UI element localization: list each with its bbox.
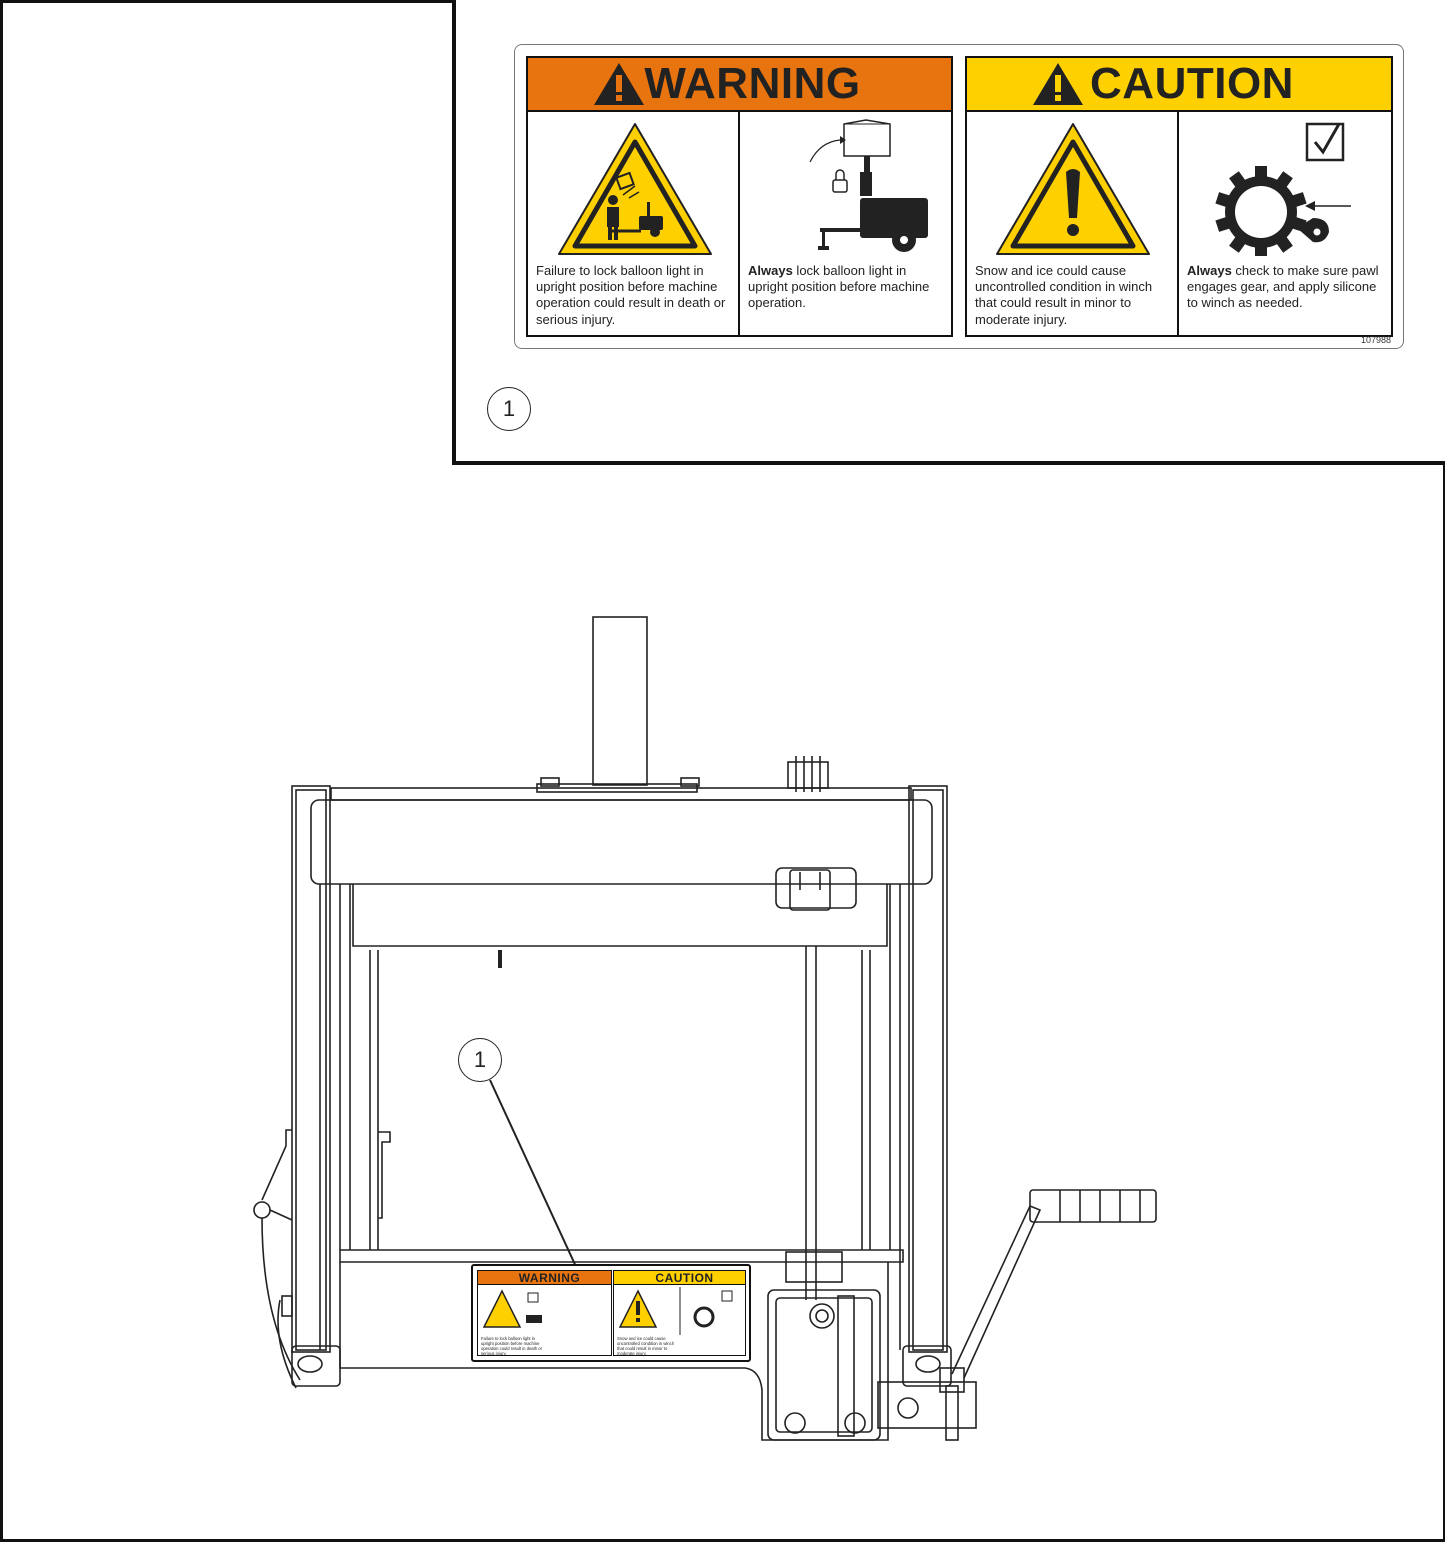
warning-left-panel: Failure to lock balloon light in upright… [528,112,738,335]
warning-section: WARNING [526,56,953,337]
mini-safety-decal: WARNING Failure to lock balloon light in… [471,1264,751,1362]
mast-tube [592,616,648,786]
crush-hazard-triangle-icon [558,123,712,255]
caution-left-panel: Snow and ice could cause uncontrolled co… [967,112,1177,335]
decal-part-number: 107988 [1360,335,1391,345]
caution-section: CAUTION Snow and ice could cause uncontr… [965,56,1393,337]
winch-frame [767,1289,881,1441]
mini-caution-title: CAUTION [655,1270,714,1285]
inset-callout: 1 [487,387,531,431]
base-plate [339,1249,904,1263]
left-upright [291,785,331,1353]
gear-pawl-icon [1215,122,1351,256]
warning-left-text: Failure to lock balloon light in upright… [536,263,726,327]
mini-warning: WARNING Failure to lock balloon light in… [477,1270,612,1356]
warning-right-bold: Always [748,263,793,278]
main-callout: 1 [458,1038,502,1082]
warning-right-body: lock balloon light in upright position b… [748,263,930,311]
mini-caution-header: CAUTION [614,1271,745,1285]
warning-right-text: Always lock balloon light in upright pos… [748,263,945,312]
top-beam [310,799,933,885]
callout-leader-line [489,1079,585,1285]
warning-right-panel: Always lock balloon light in upright pos… [740,112,951,335]
mini-caution: CAUTION Snow and ice could cause uncontr… [613,1270,746,1356]
caution-header: CAUTION [967,58,1391,112]
exclamation-triangle-icon [996,123,1150,255]
caution-right-bold: Always [1187,263,1232,278]
mini-exclamation-icon [618,1287,733,1335]
mini-warning-title: WARNING [518,1270,581,1285]
warning-header: WARNING [528,58,951,112]
caution-divider [1177,112,1179,335]
right-upright [908,785,948,1353]
caution-left-text: Snow and ice could cause uncontrolled co… [975,263,1153,327]
locked-balloon-light-trailer-icon [809,119,928,252]
safety-decal: WARNING [514,44,1404,349]
caution-right-text: Always check to make sure pawl engages g… [1187,263,1385,312]
warning-alert-icon [594,63,644,105]
winch-crank-handle [951,1204,1042,1379]
caution-right-panel: Always check to make sure pawl engages g… [1179,112,1391,335]
caution-alert-icon [1033,63,1083,105]
mini-crush-hazard-icon [482,1289,542,1328]
mini-caution-text: Snow and ice could cause uncontrolled co… [617,1336,675,1356]
mini-warning-header: WARNING [478,1271,611,1285]
warning-divider [738,112,740,335]
caution-title: CAUTION [1090,59,1294,108]
mini-warning-text: Failure to lock balloon light in upright… [481,1336,542,1356]
warning-title: WARNING [644,59,861,108]
detail-inset: WARNING [452,0,1445,465]
caution-right-body: check to make sure pawl engages gear, an… [1187,263,1379,311]
